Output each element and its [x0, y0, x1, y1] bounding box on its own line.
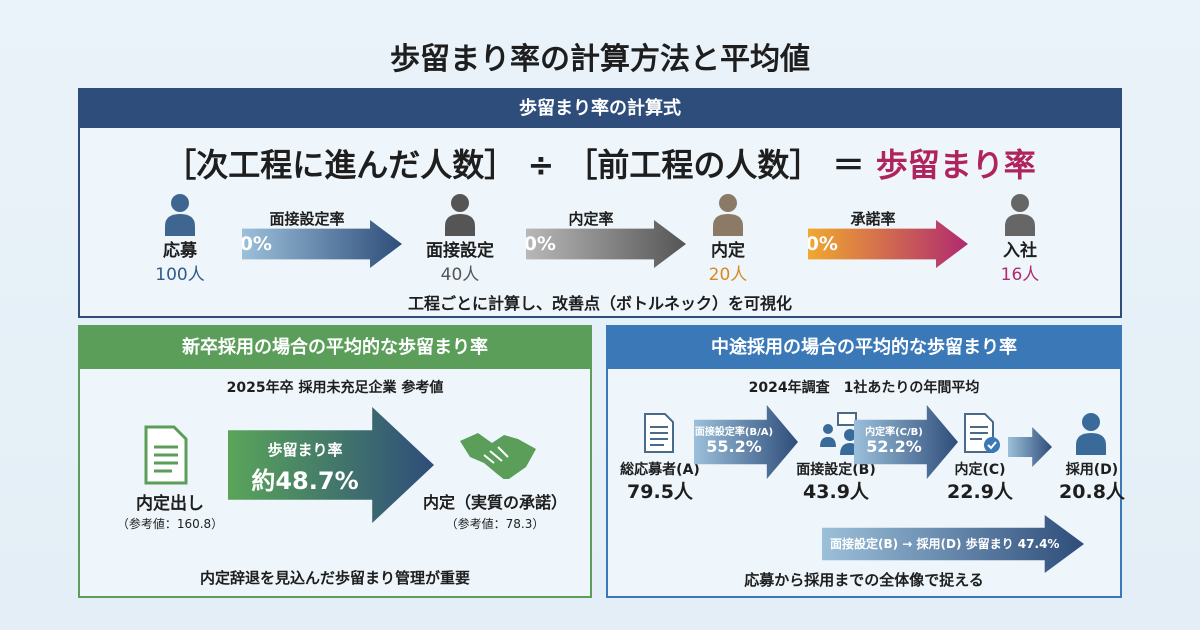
handshake-icon — [460, 433, 536, 479]
interview-icon — [818, 411, 862, 459]
application-icon — [642, 411, 676, 459]
stage-count: 100人 — [155, 265, 205, 285]
mid-career-note: 応募から採用までの全体像で捉える — [744, 571, 984, 589]
document-icon — [144, 425, 188, 485]
formula-denominator: ［前工程の人数］ — [565, 146, 822, 184]
mid-stage-count: 79.5人 — [627, 481, 693, 503]
formula-panel: 歩留まり率の計算式 ［次工程に進んだ人数］ ÷ ［前工程の人数］ ＝ 歩留まり率… — [78, 88, 1122, 318]
stage-count: 40人 — [440, 265, 480, 285]
stage-count: 20人 — [708, 265, 748, 285]
hire-icon — [1074, 411, 1108, 459]
new-grad-header: 新卒採用の場合の平均的な歩留まり率 — [80, 327, 590, 369]
mid-stage-name: 総応募者(A) — [620, 462, 700, 478]
person-icon — [711, 192, 745, 240]
mid-career-header: 中途採用の場合の平均的な歩留まり率 — [608, 327, 1120, 369]
mid-stage-name: 採用(D) — [1065, 462, 1119, 478]
stage-name: 応募 — [163, 241, 197, 261]
mid-stage-name: 面接設定(B) — [796, 462, 876, 478]
formula-numerator: ［次工程に進んだ人数］ — [164, 146, 517, 184]
mid-career-panel: 中途採用の場合の平均的な歩留まり率 2024年調査 1社あたりの年間平均 総応募… — [606, 325, 1125, 598]
person-icon — [1003, 192, 1037, 240]
new-grad-arrow-label: 歩留まり率 — [267, 441, 343, 459]
new-grad-subtitle: 2025年卒 採用未充足企業 参考値 — [226, 380, 444, 396]
formula-equals: ＝ — [832, 146, 865, 184]
new-grad-note: 内定辞退を見込んだ歩留まり管理が重要 — [199, 569, 470, 587]
formula-note: 工程ごとに計算し、改善点（ボトルネック）を可視化 — [407, 294, 792, 313]
rate-value: 40% — [226, 233, 272, 255]
person-icon — [443, 192, 477, 240]
new-grad-from: 内定出し — [136, 494, 204, 514]
stage-name: 面接設定 — [426, 241, 494, 261]
stage-name: 内定 — [711, 241, 745, 261]
new-grad-panel: 新卒採用の場合の平均的な歩留まり率 2025年卒 採用未充足企業 参考値 内定出… — [78, 325, 592, 598]
mid-rate-value: 55.2% — [706, 437, 762, 456]
new-grad-to: 内定（実質の承諾） — [422, 493, 567, 512]
stage-count: 16人 — [1000, 265, 1040, 285]
formula-result: 歩留まり率 — [875, 146, 1036, 184]
person-icon — [163, 192, 197, 240]
formula-text: ［次工程に進んだ人数］ ÷ ［前工程の人数］ ＝ 歩留まり率 — [80, 140, 1120, 186]
mid-stage-count: 20.8人 — [1059, 481, 1125, 503]
rate-value: 50% — [510, 233, 556, 255]
rate-label: 承諾率 — [850, 210, 896, 228]
mid-rate-label: 内定率(C/B) — [865, 427, 923, 438]
page-title: 歩留まり率の計算方法と平均値 — [390, 42, 810, 77]
rate-label: 内定率 — [568, 210, 614, 228]
mid-rate-value: 52.2% — [866, 437, 922, 456]
mid-stage-count: 22.9人 — [947, 481, 1013, 503]
mid-rate-label: 面接設定率(B/A) — [694, 427, 774, 438]
mid-stage-name: 内定(C) — [954, 462, 1006, 478]
rate-label: 面接設定率 — [269, 210, 345, 228]
new-grad-arrow-value: 約48.7% — [251, 467, 359, 495]
mid-career-subtitle: 2024年調査 1社あたりの年間平均 — [748, 380, 980, 396]
offer-icon — [962, 411, 1002, 459]
rate-value: 80% — [792, 233, 838, 255]
overall-rate: 面接設定(B) → 採用(D) 歩留まり 47.4% — [830, 537, 1060, 551]
new-grad-to-ref: （参考値：78.3） — [445, 517, 545, 531]
new-grad-from-ref: （参考値：160.8） — [116, 517, 224, 531]
stage-name: 入社 — [1003, 241, 1037, 261]
mid-stage-count: 43.9人 — [803, 481, 869, 503]
formula-divide: ÷ — [527, 146, 555, 184]
formula-header: 歩留まり率の計算式 — [80, 90, 1120, 128]
